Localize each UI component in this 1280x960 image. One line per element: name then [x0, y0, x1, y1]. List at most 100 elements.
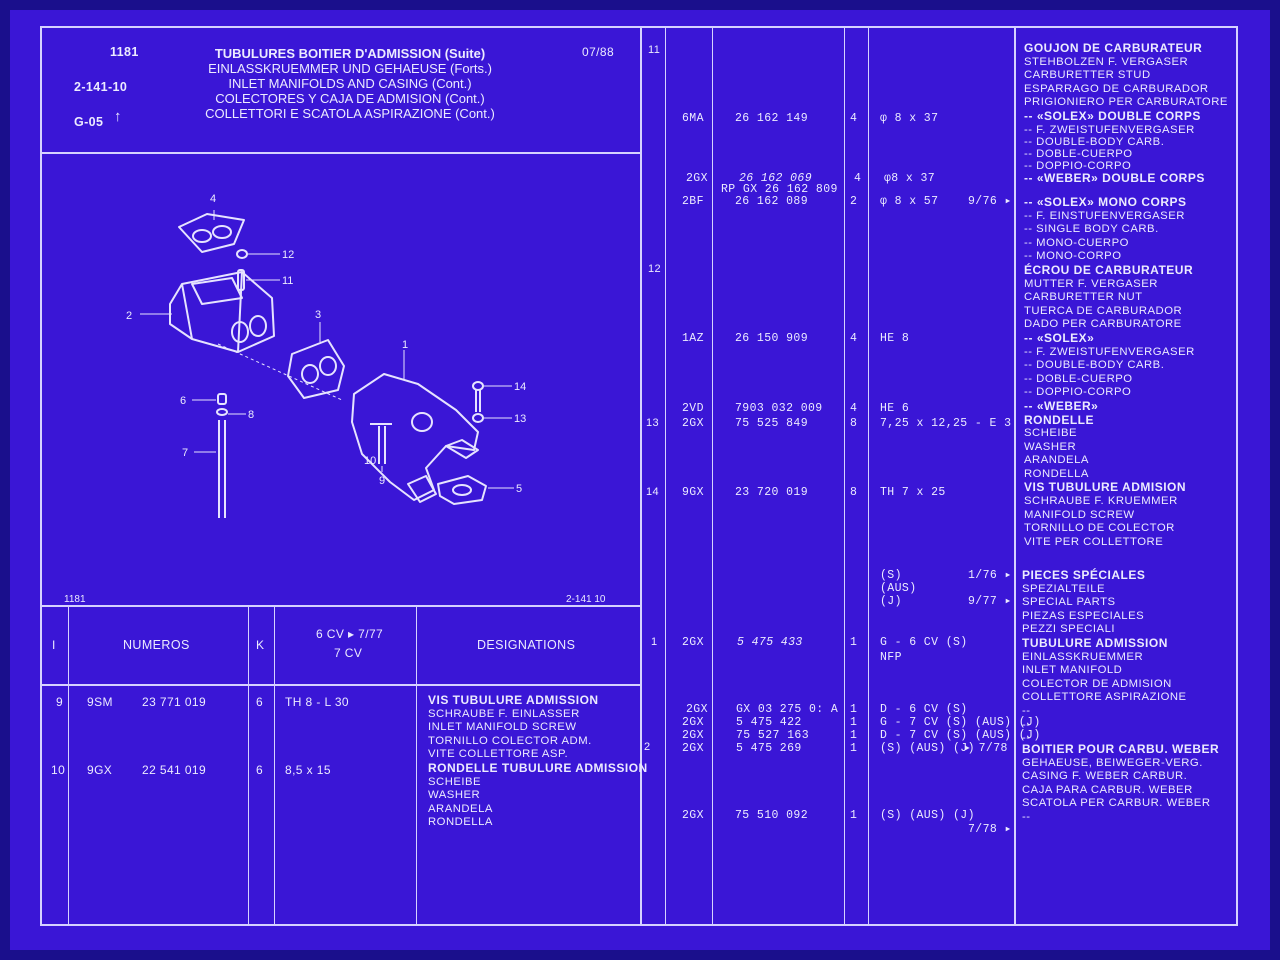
outer-border-top — [40, 26, 1238, 28]
entry-spec: φ 8 x 37 — [880, 112, 939, 125]
designation-line: SPEZIALTEILE — [1022, 582, 1106, 595]
right-col-line-3 — [868, 26, 869, 926]
entry-code: 2VD — [682, 402, 704, 415]
designation-line: ÉCROU DE CARBURATEUR — [1024, 262, 1194, 277]
callout-2: 2 — [126, 310, 132, 322]
entry-spec: 7,25 x 12,25 - E 3 — [880, 417, 1012, 430]
entry-code: 2GX — [682, 716, 704, 729]
entry-spec: TH 7 x 25 — [880, 486, 946, 499]
designation-line: COLECTOR DE ADMISION — [1022, 677, 1172, 690]
designation-line: BOITIER POUR CARBU. WEBER — [1022, 742, 1220, 756]
callout-5: 5 — [516, 483, 522, 495]
entry-code: 2GX — [682, 636, 704, 649]
entry-note: 9/77 ▸ — [968, 595, 1012, 608]
title-line-fr: TUBULURES BOITIER D'ADMISSION (Suite) — [214, 46, 486, 61]
designation-line: MUTTER F. VERGASER — [1024, 277, 1158, 290]
entry-spec: G - 6 CV (S) — [880, 636, 968, 649]
designation-line: CAJA PARA CARBUR. WEBER — [1022, 783, 1193, 796]
entry-spec: φ8 x 37 — [884, 172, 936, 185]
entry-spec: (AUS) — [880, 582, 917, 595]
row-code: 9SM — [87, 695, 113, 709]
designation-line: -- — [1022, 704, 1031, 717]
col-header-k: K — [256, 638, 265, 652]
callout-7: 7 — [182, 447, 188, 459]
designation-line: TUERCA DE CARBURADOR — [1024, 304, 1183, 317]
entry-number: 7903 032 009 — [735, 402, 823, 415]
designation-line: -- «SOLEX» MONO CORPS — [1024, 195, 1187, 209]
designation-block-3: PIECES SPÉCIALES SPEZIALTEILE SPECIAL PA… — [1022, 568, 1187, 746]
entry-qty: 4 — [850, 402, 858, 415]
left-col-line-3 — [274, 605, 275, 925]
entry-code: 9GX — [682, 486, 704, 499]
designation-line: -- SINGLE BODY CARB. — [1024, 223, 1159, 236]
callout-3: 3 — [315, 309, 321, 321]
designation-line: PRIGIONIERO PER CARBURATORE — [1024, 96, 1228, 109]
entry-qty: 1 — [850, 716, 858, 729]
designation-line: PIEZAS ESPECIALES — [1022, 609, 1145, 622]
entry-qty: 1 — [850, 809, 858, 822]
entry-note: 9/76 ▸ — [968, 195, 1012, 208]
designation-line: VIS TUBULURE ADMISION — [1024, 480, 1187, 495]
designation-line: -- DOUBLE-BODY CARB. — [1024, 135, 1165, 148]
title-line-en: INLET MANIFOLDS AND CASING (Cont.) — [228, 76, 472, 91]
designation-line: CASING F. WEBER CARBUR. — [1022, 770, 1188, 783]
entry-code: 2GX — [682, 742, 704, 755]
designation-line: SCATOLA PER CARBUR. WEBER — [1022, 797, 1211, 810]
designation-line: SPECIAL PARTS — [1022, 596, 1116, 609]
designation-line: -- — [1022, 810, 1031, 823]
desc-line: RONDELLE TUBULURE ADMISSION — [428, 761, 648, 775]
designation-line: CARBURETTER NUT — [1024, 291, 1143, 304]
callout-14: 14 — [514, 381, 526, 393]
designation-line: TUBULURE ADMISSION — [1022, 635, 1168, 650]
designation-line: -- — [1022, 732, 1031, 745]
arrow-up-icon: ↑ — [114, 108, 122, 125]
entry-number: 5 475 422 — [736, 716, 802, 729]
col-header-item: I — [52, 638, 56, 652]
right-col-line-4 — [1014, 26, 1016, 926]
row-qty: 6 — [256, 763, 264, 777]
callout-11: 11 — [282, 275, 293, 287]
right-item-14: 14 — [646, 486, 660, 498]
entry-number: 75 525 849 — [735, 417, 809, 430]
part-5-gasket — [437, 475, 487, 505]
entry-number: 75 527 163 — [736, 729, 810, 742]
entry-number: 5 475 269 — [736, 742, 802, 755]
entry-qty: 2 — [850, 195, 858, 208]
callout-9: 9 — [379, 475, 385, 487]
col-header-numeros: NUMEROS — [123, 638, 190, 652]
designation-line: GEHAEUSE, BEIWEGER-VERG. — [1022, 756, 1203, 769]
entry-number: 26 162 089 — [735, 195, 809, 208]
entry-qty: 8 — [850, 417, 858, 430]
outer-border-right — [1236, 26, 1238, 926]
row-number: 23 771 019 — [142, 695, 207, 709]
entry-qty: 4 — [850, 112, 858, 125]
header-title-block: TUBULURES BOITIER D'ADMISSION (Suite) EI… — [180, 46, 520, 121]
part-4-gasket — [178, 213, 245, 253]
col-header-engine-line2: 7 CV — [334, 646, 363, 660]
outer-border-bottom — [40, 924, 1238, 926]
entry-number: GX 03 275 0: A — [736, 703, 839, 716]
designation-line: COLLETTORE ASPIRAZIONE — [1022, 691, 1187, 704]
left-col-line-1 — [68, 605, 69, 925]
entry-spec: HE 6 — [880, 402, 910, 415]
designation-line: -- — [1022, 718, 1031, 731]
designation-line: -- F. ZWEISTUFENVERGASER — [1024, 123, 1195, 136]
entry-number: 5 475 433 — [737, 636, 803, 649]
entry-code: 2GX — [682, 417, 704, 430]
desc-line: WASHER — [428, 789, 481, 802]
designation-line: PEZZI SPECIALI — [1022, 623, 1116, 636]
right-col-line-2 — [844, 26, 845, 926]
entry-qty: 1 — [850, 742, 858, 755]
right-col-line-1 — [712, 26, 713, 926]
right-item-12: 12 — [648, 263, 662, 275]
entry-spec: HE 8 — [880, 332, 910, 345]
designation-line: -- DOBLE-CUERPO — [1024, 372, 1133, 385]
entry-number: 26 150 909 — [735, 332, 809, 345]
callout-10: 10 — [364, 455, 376, 467]
row-spec: TH 8 - L 30 — [285, 695, 349, 709]
title-line-de: EINLASSKRUEMMER UND GEHAEUSE (Forts.) — [208, 61, 492, 76]
callout-4: 4 — [210, 193, 216, 205]
row-description: VIS TUBULURE ADMISSION SCHRAUBE F. EINLA… — [428, 693, 599, 762]
part-9-screw — [378, 426, 386, 464]
entry-spec: (S) (AUS) (J) — [880, 809, 975, 822]
